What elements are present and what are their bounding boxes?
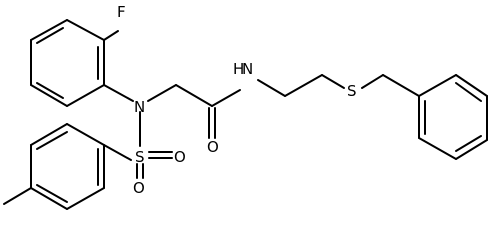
sulfonyl-oxygen-right-label: O	[174, 148, 186, 166]
molecule-structure-diagram: F N S O O O H N S	[3, 3, 488, 210]
carbonyl-oxygen-label: O	[207, 138, 219, 156]
bond-carbonyl-to-nh	[211, 89, 241, 107]
bond-n-to-ch2	[147, 84, 177, 102]
bond-s-to-tolyl	[103, 144, 132, 161]
amide-hydrogen-label: H	[233, 60, 244, 78]
thioether-sulfur-label: S	[347, 82, 357, 100]
sulfonamide-nitrogen-label: N	[134, 98, 145, 116]
bond-ch2-to-s-thioether	[321, 74, 345, 89]
tolyl-ring	[30, 123, 105, 210]
fluorophenyl-ring	[30, 19, 105, 107]
bond-ring-to-n	[103, 84, 134, 102]
benzyl-ring	[418, 74, 488, 160]
amide-nitrogen-label: N	[242, 60, 253, 78]
sulfonyl-oxygen-bottom-label: O	[133, 179, 145, 197]
bond-benzyl-ch2-to-ring	[382, 74, 420, 97]
bond-ring-to-fluorine	[103, 30, 119, 41]
bond-nh-to-ch2	[257, 79, 286, 97]
bond-s-to-benzyl-ch2	[361, 74, 384, 89]
bond-tolyl-to-methyl	[3, 187, 32, 205]
sulfonyl-sulfur-label: S	[135, 148, 145, 166]
bond-ch2-to-carbonyl	[175, 84, 213, 107]
bond-ch2-to-ch2	[284, 74, 323, 97]
fluorine-atom-label: F	[117, 3, 126, 21]
